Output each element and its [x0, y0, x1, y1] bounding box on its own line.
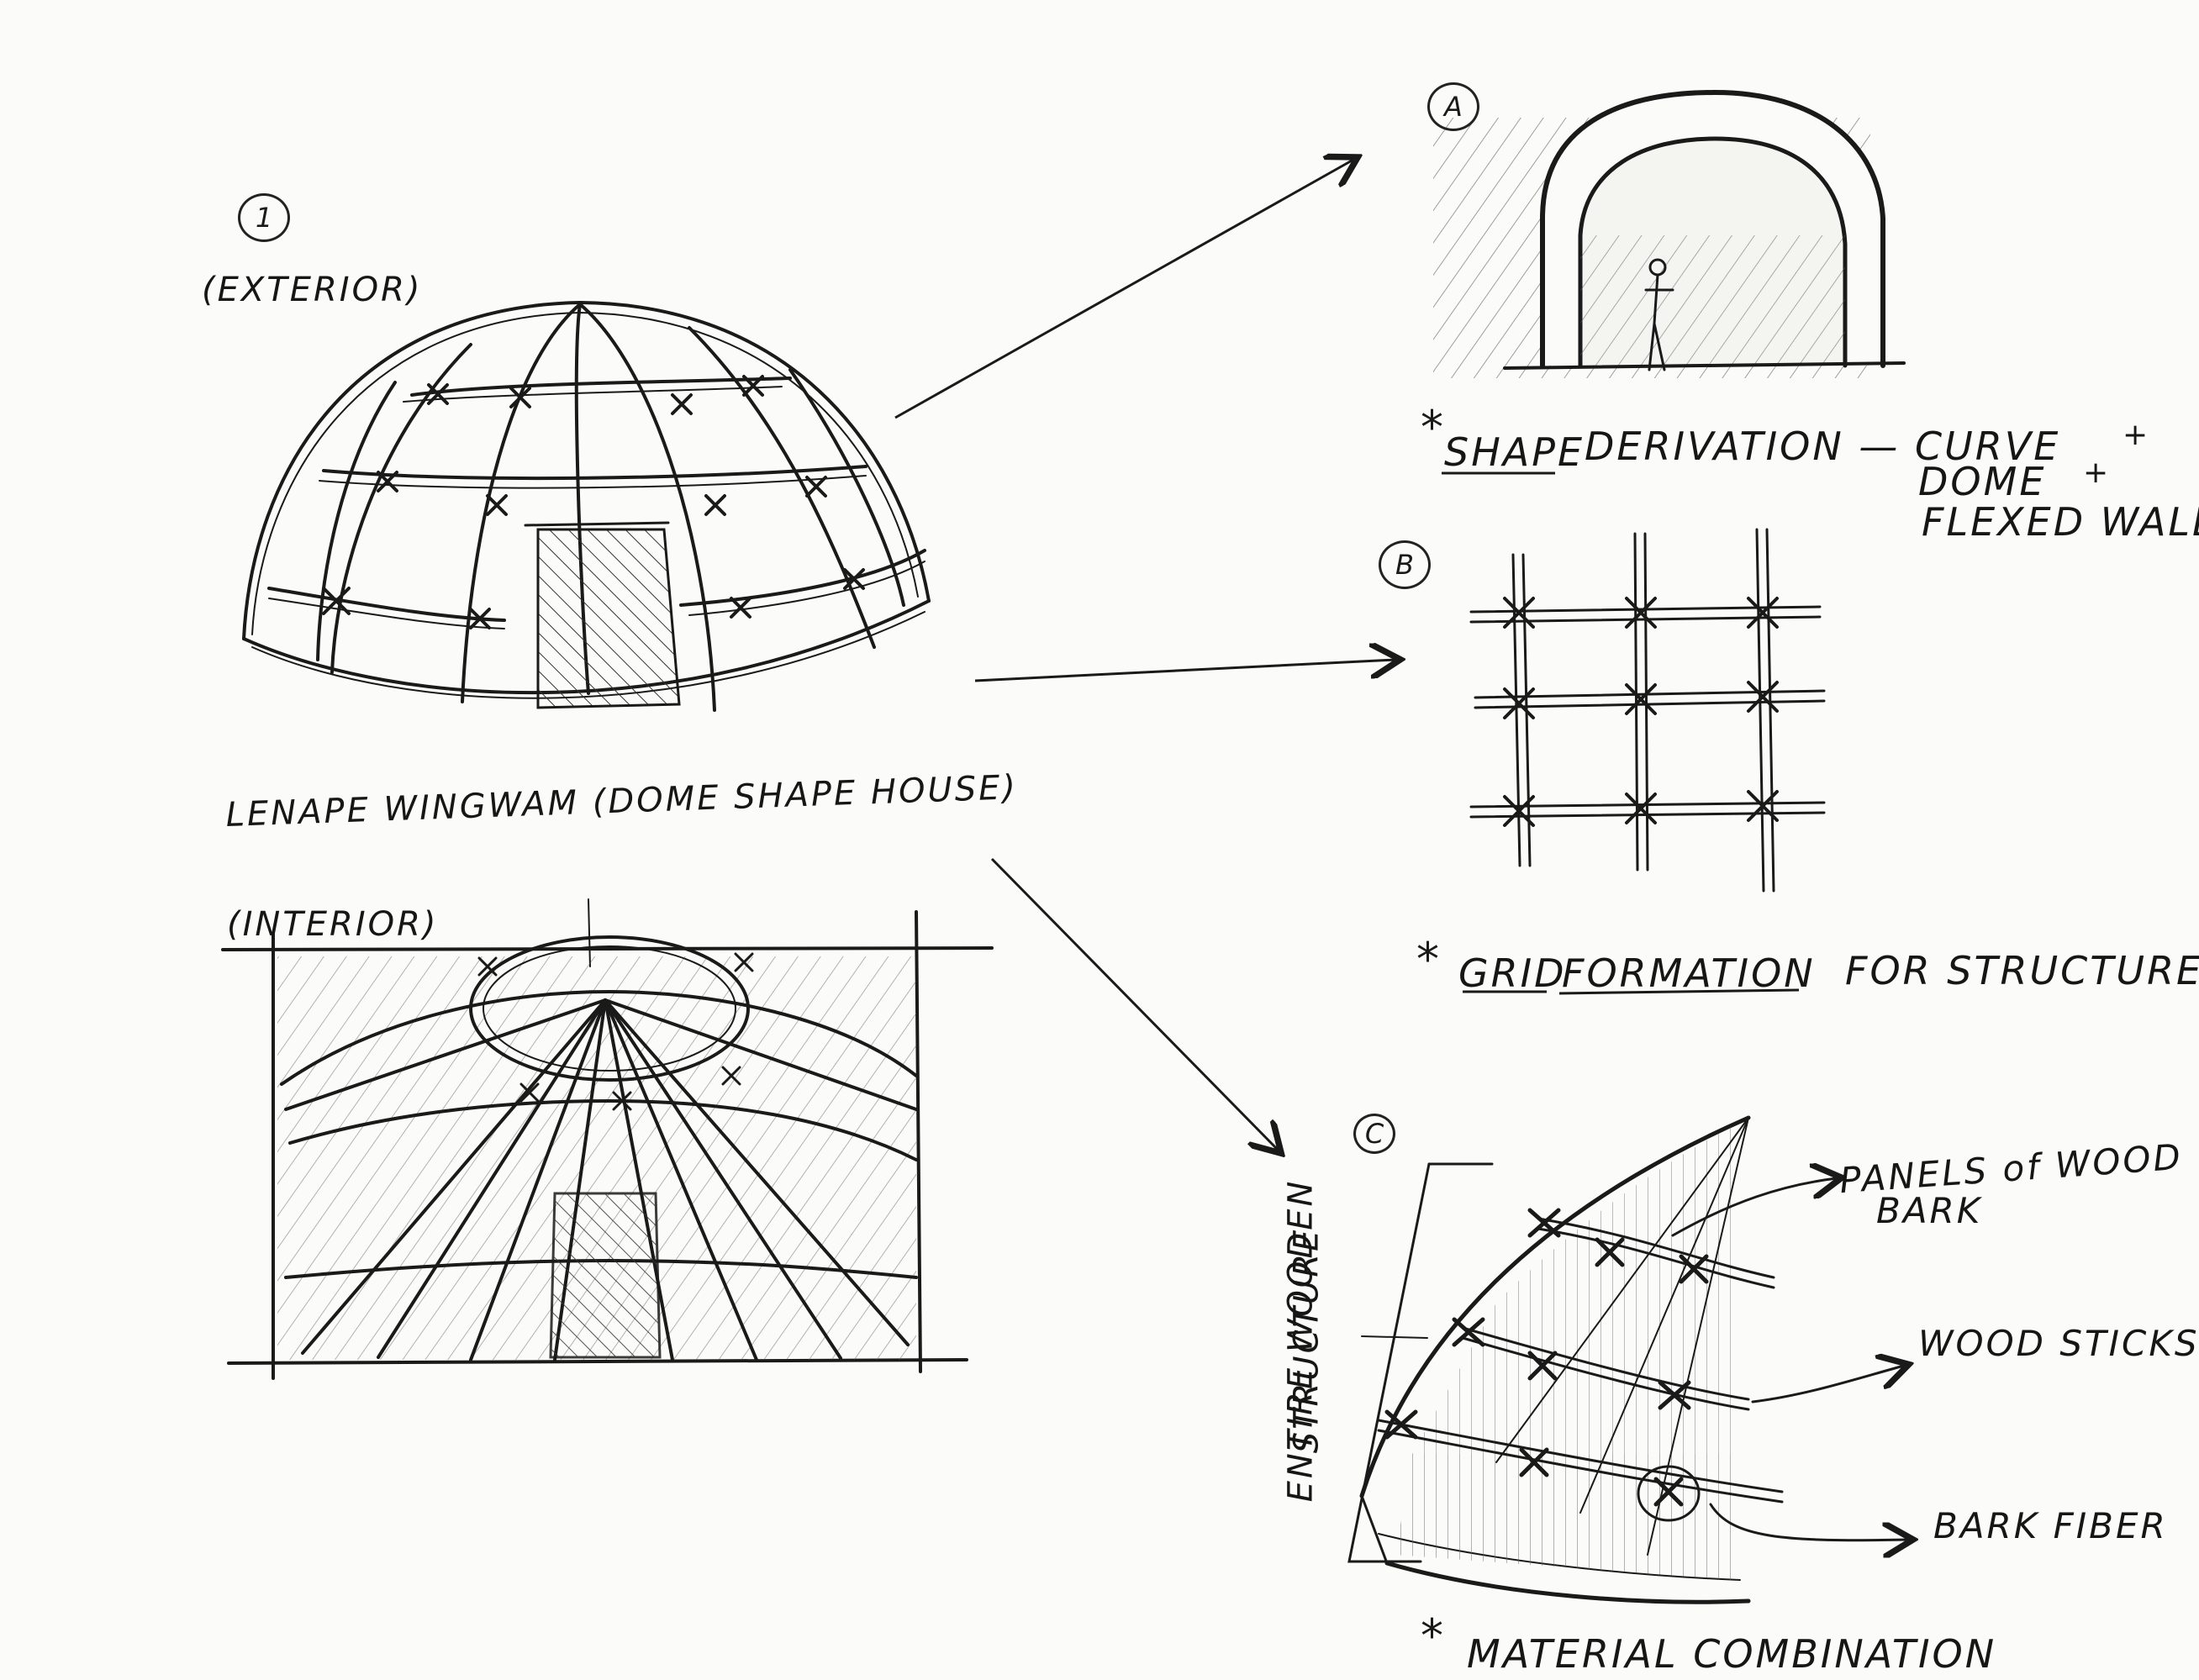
label-shape-keyword: SHAPE	[1444, 433, 1585, 471]
label-grid-keyword1: GRID	[1458, 954, 1567, 993]
label-shape-line2: DOME	[1918, 462, 2046, 501]
label-entire-line2: STRUCTURE	[1289, 1228, 1323, 1454]
label-wood-sticks: WOOD STICKS	[1918, 1326, 2199, 1361]
arrow-to-b	[975, 660, 1395, 681]
arrow-to-c	[992, 859, 1278, 1150]
marker-b: B	[1379, 540, 1431, 589]
marker-a: A	[1427, 82, 1479, 131]
material-detail-c	[1349, 1118, 1908, 1602]
grid-structure-b	[1471, 529, 1824, 891]
label-shape-line3: FLEXED WALL	[1922, 503, 2199, 541]
label-material: MATERIAL COMBINATION	[1467, 1635, 1996, 1673]
arrow-to-a	[895, 160, 1353, 418]
marker-c: C	[1353, 1114, 1395, 1154]
label-bark-fiber: BARK FIBER	[1933, 1509, 2168, 1544]
shape-star: *	[1421, 405, 1443, 450]
label-grid-rest: FOR STRUCTURE	[1845, 951, 2199, 990]
label-grid-keyword2: FORMATION	[1562, 954, 1816, 993]
exterior-dome	[244, 303, 929, 710]
label-exterior: (EXTERIOR)	[202, 273, 422, 307]
marker-one: 1	[238, 193, 290, 242]
underlines	[1442, 473, 1799, 993]
material-star: *	[1421, 1614, 1443, 1659]
interior-view	[223, 899, 992, 1378]
plus-1: +	[2123, 420, 2150, 450]
plus-2: +	[2083, 458, 2111, 488]
grid-star: *	[1416, 937, 1439, 982]
label-panels-line2: BARK	[1876, 1193, 1982, 1229]
shape-arch-a	[1433, 92, 1904, 378]
label-interior: (INTERIOR)	[227, 908, 439, 941]
